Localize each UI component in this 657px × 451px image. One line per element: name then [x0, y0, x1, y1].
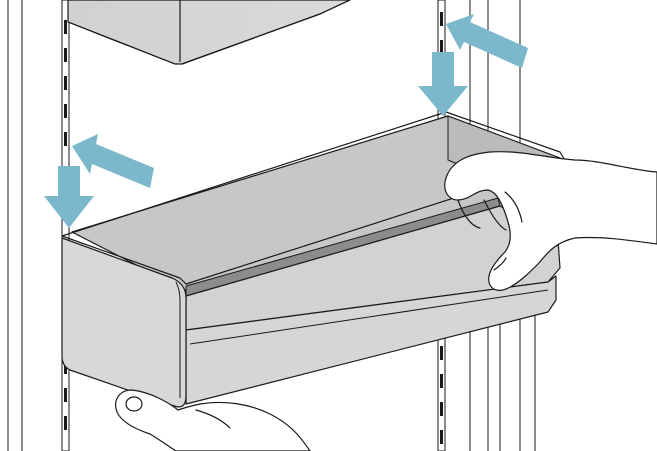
upper-right-push-arrow — [446, 14, 528, 68]
upper-shelf — [67, 0, 351, 65]
upper-right-down-arrow — [418, 52, 468, 116]
right-hand-finger-2 — [483, 199, 507, 231]
right-hand — [444, 151, 657, 291]
left-hand-thumbnail — [125, 396, 143, 412]
right-hand-knuckle — [504, 191, 523, 223]
left-hand-shape — [115, 389, 311, 451]
left-hand-finger — [195, 409, 231, 429]
left-push-arrow — [72, 134, 154, 188]
left-hand — [115, 389, 311, 451]
direction-arrows — [44, 14, 528, 228]
right-hand-thumb-nail — [493, 257, 507, 271]
right-hand-finger-1 — [457, 199, 481, 229]
shelf-left-end — [61, 237, 187, 408]
shelf-left-end-edge — [175, 281, 181, 398]
shelf-front-groove — [189, 289, 549, 345]
left-down-arrow — [44, 166, 94, 228]
right-hand-shape — [444, 151, 657, 291]
shelf-front-face — [185, 275, 557, 405]
